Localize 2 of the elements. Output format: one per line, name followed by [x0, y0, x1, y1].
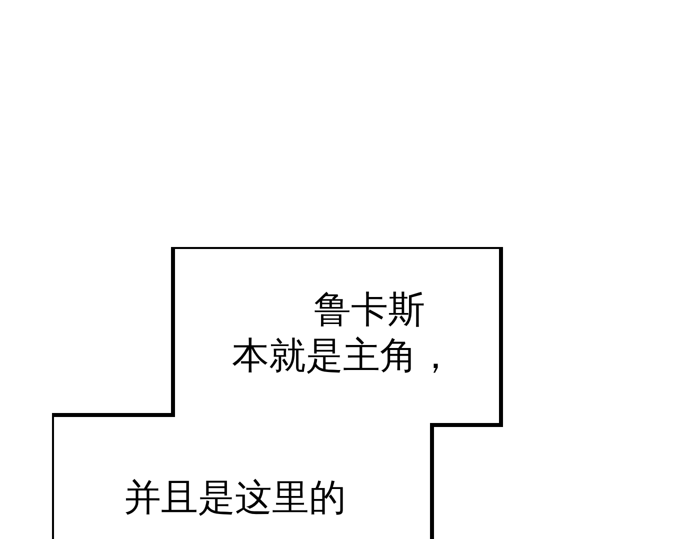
speech-text: 并且是这里的 — [124, 475, 347, 521]
speech-text: 鲁卡斯本就是主角， — [232, 287, 455, 379]
